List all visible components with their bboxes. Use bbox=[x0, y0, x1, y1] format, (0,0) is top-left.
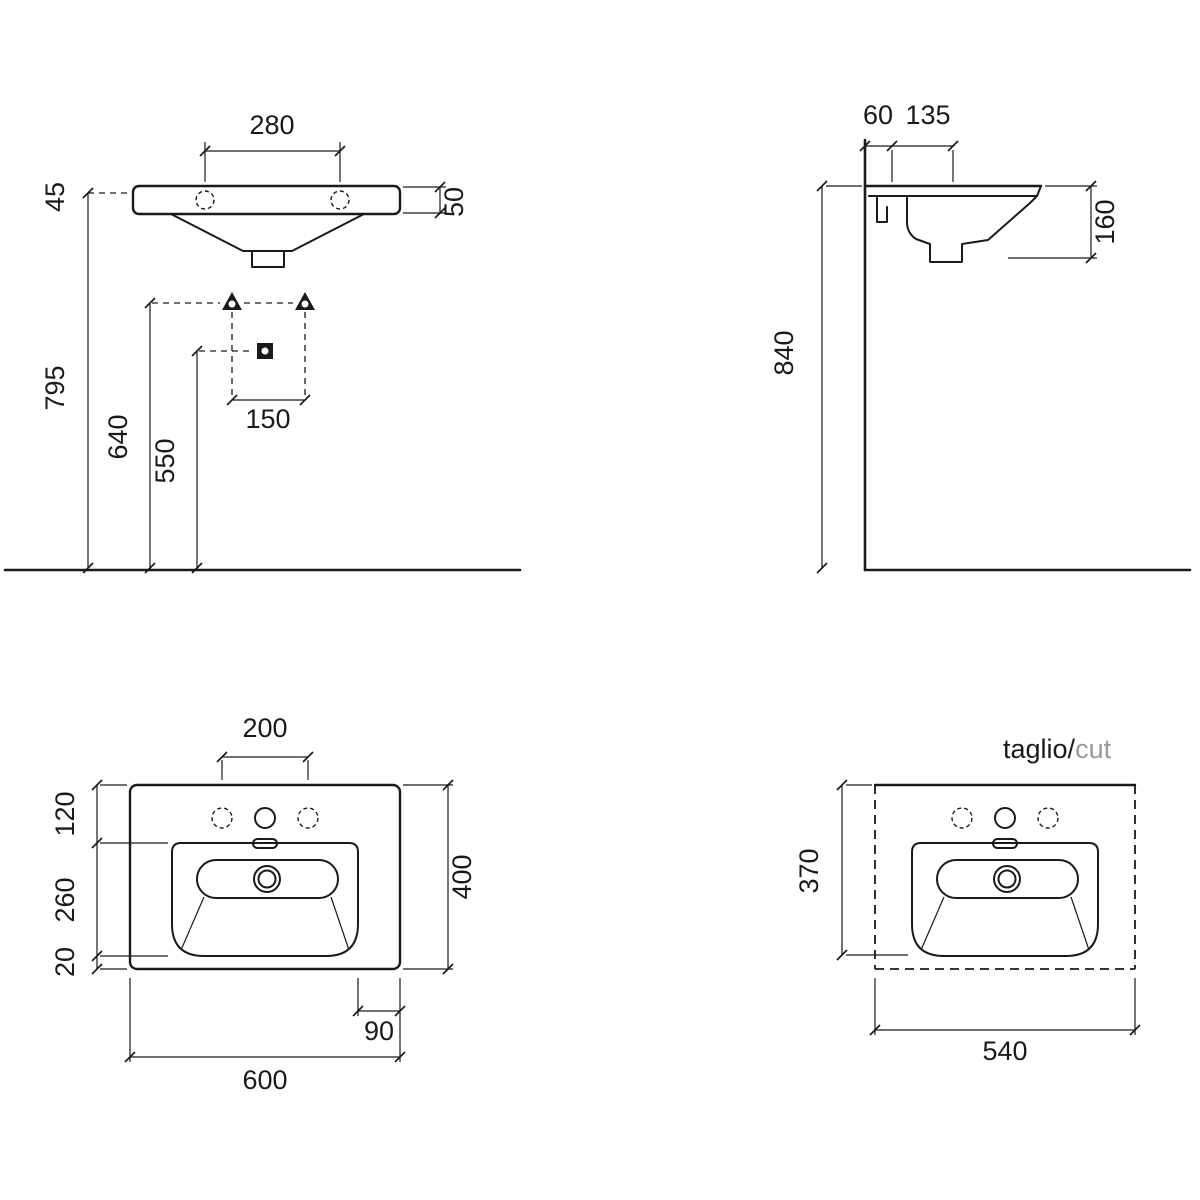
bowl-slope-lines-cut bbox=[920, 896, 1090, 951]
tap-hole-left-cut-icon bbox=[951, 807, 973, 829]
dim-ticks-540 bbox=[869, 1024, 1141, 1036]
dim-label-50: 50 bbox=[439, 187, 469, 217]
bowl-outline-cut bbox=[911, 842, 1099, 957]
dim-label-550: 550 bbox=[150, 438, 180, 483]
dim-lines-540 bbox=[874, 978, 1136, 1035]
bowl-recess-cut bbox=[936, 859, 1079, 899]
bowl-recess-plan bbox=[196, 859, 339, 899]
dim-label-20: 20 bbox=[50, 947, 80, 977]
basin-rim-underside bbox=[868, 185, 1042, 204]
dim-ticks-600 bbox=[124, 1051, 406, 1063]
front-elevation-view: 280 45 795 50 150 640 bbox=[3, 110, 522, 574]
fixing-point-right-icon bbox=[295, 292, 315, 310]
side-elevation-view: 60 135 160 840 bbox=[769, 100, 1192, 574]
dim-label-150: 150 bbox=[245, 404, 290, 434]
drain-inner-icon bbox=[257, 869, 277, 889]
dim-label-45: 45 bbox=[40, 182, 70, 212]
basin-bowl-front bbox=[170, 213, 365, 252]
tap-hole-right-plan-icon bbox=[297, 807, 319, 829]
dim-label-370: 370 bbox=[794, 848, 824, 893]
dim-lines-280 bbox=[204, 142, 341, 182]
drain-stub-front bbox=[251, 250, 285, 268]
dim-label-600: 600 bbox=[242, 1065, 287, 1095]
dim-label-135: 135 bbox=[905, 100, 950, 130]
dim-label-90: 90 bbox=[364, 1016, 394, 1046]
dim-label-120: 120 bbox=[50, 791, 80, 836]
dim-label-160: 160 bbox=[1090, 199, 1120, 244]
dim-label-60: 60 bbox=[863, 100, 893, 130]
drain-outer-cut-icon bbox=[993, 865, 1021, 893]
dim-label-540: 540 bbox=[982, 1036, 1027, 1066]
drain-inner-cut-icon bbox=[997, 869, 1017, 889]
tap-hole-left-plan-icon bbox=[211, 807, 233, 829]
dim-ticks-160 bbox=[1085, 180, 1097, 264]
dim-ticks-90 bbox=[352, 1005, 406, 1017]
dim-lines-left-stack bbox=[96, 784, 168, 970]
dim-ticks-370 bbox=[836, 779, 848, 961]
cut-label: taglio/cut bbox=[1003, 734, 1112, 764]
tap-hole-center-plan-icon bbox=[254, 807, 276, 829]
basin-rim-front bbox=[131, 184, 402, 216]
cutout-plan-view: taglio/cut 370 540 bbox=[794, 734, 1141, 1066]
cut-label-italian: taglio/ bbox=[1003, 734, 1076, 764]
basin-bowl-side bbox=[906, 195, 1031, 263]
dim-lines-840 bbox=[821, 185, 862, 568]
dim-label-260: 260 bbox=[50, 877, 80, 922]
tap-hole-right-cut-icon bbox=[1037, 807, 1059, 829]
dim-lines-200 bbox=[221, 756, 309, 780]
tap-hole-center-cut-icon bbox=[994, 807, 1016, 829]
dim-ticks-50 bbox=[434, 181, 446, 219]
drain-outer-icon bbox=[253, 865, 281, 893]
basin-outline-plan bbox=[128, 783, 402, 971]
dim-label-640: 640 bbox=[103, 414, 133, 459]
dim-label-400: 400 bbox=[447, 854, 477, 899]
bowl-outline-plan bbox=[171, 842, 359, 957]
dim-ticks-550 bbox=[191, 345, 203, 574]
dim-lines-600 bbox=[129, 978, 400, 1062]
dim-label-795: 795 bbox=[40, 365, 70, 410]
dim-lines-90 bbox=[357, 978, 401, 1062]
dim-label-840: 840 bbox=[769, 330, 799, 375]
plan-view: 200 120 260 20 400 90 600 bbox=[50, 713, 477, 1095]
tap-hole-left-icon bbox=[195, 190, 215, 210]
dim-ticks-150 bbox=[226, 394, 311, 406]
tap-hole-right-icon bbox=[330, 190, 350, 210]
dim-lines-60-135 bbox=[865, 145, 954, 182]
mounting-bracket-side bbox=[876, 195, 888, 223]
dim-ticks-280 bbox=[199, 145, 346, 157]
cut-label-english: cut bbox=[1075, 734, 1112, 764]
dim-ticks-795 bbox=[82, 187, 94, 574]
dim-ticks-640 bbox=[144, 297, 156, 574]
dim-lines-370 bbox=[841, 784, 908, 956]
dim-ticks-200 bbox=[216, 751, 314, 763]
dim-lines-160 bbox=[1008, 185, 1097, 259]
dim-ticks-840 bbox=[816, 180, 828, 574]
fixing-leader-lines bbox=[152, 302, 306, 398]
dim-ticks-left-stack bbox=[91, 779, 103, 975]
bowl-slope-lines bbox=[180, 896, 350, 951]
dim-label-200: 200 bbox=[242, 713, 287, 743]
dim-label-280: 280 bbox=[249, 110, 294, 140]
fixing-point-left-icon bbox=[222, 292, 242, 310]
dim-lines-400 bbox=[403, 784, 453, 970]
cutout-dashed-contour bbox=[874, 785, 1136, 970]
drain-point-icon bbox=[257, 343, 273, 359]
dim-ticks-400 bbox=[442, 779, 454, 975]
dim-ticks-60-135 bbox=[859, 140, 959, 152]
